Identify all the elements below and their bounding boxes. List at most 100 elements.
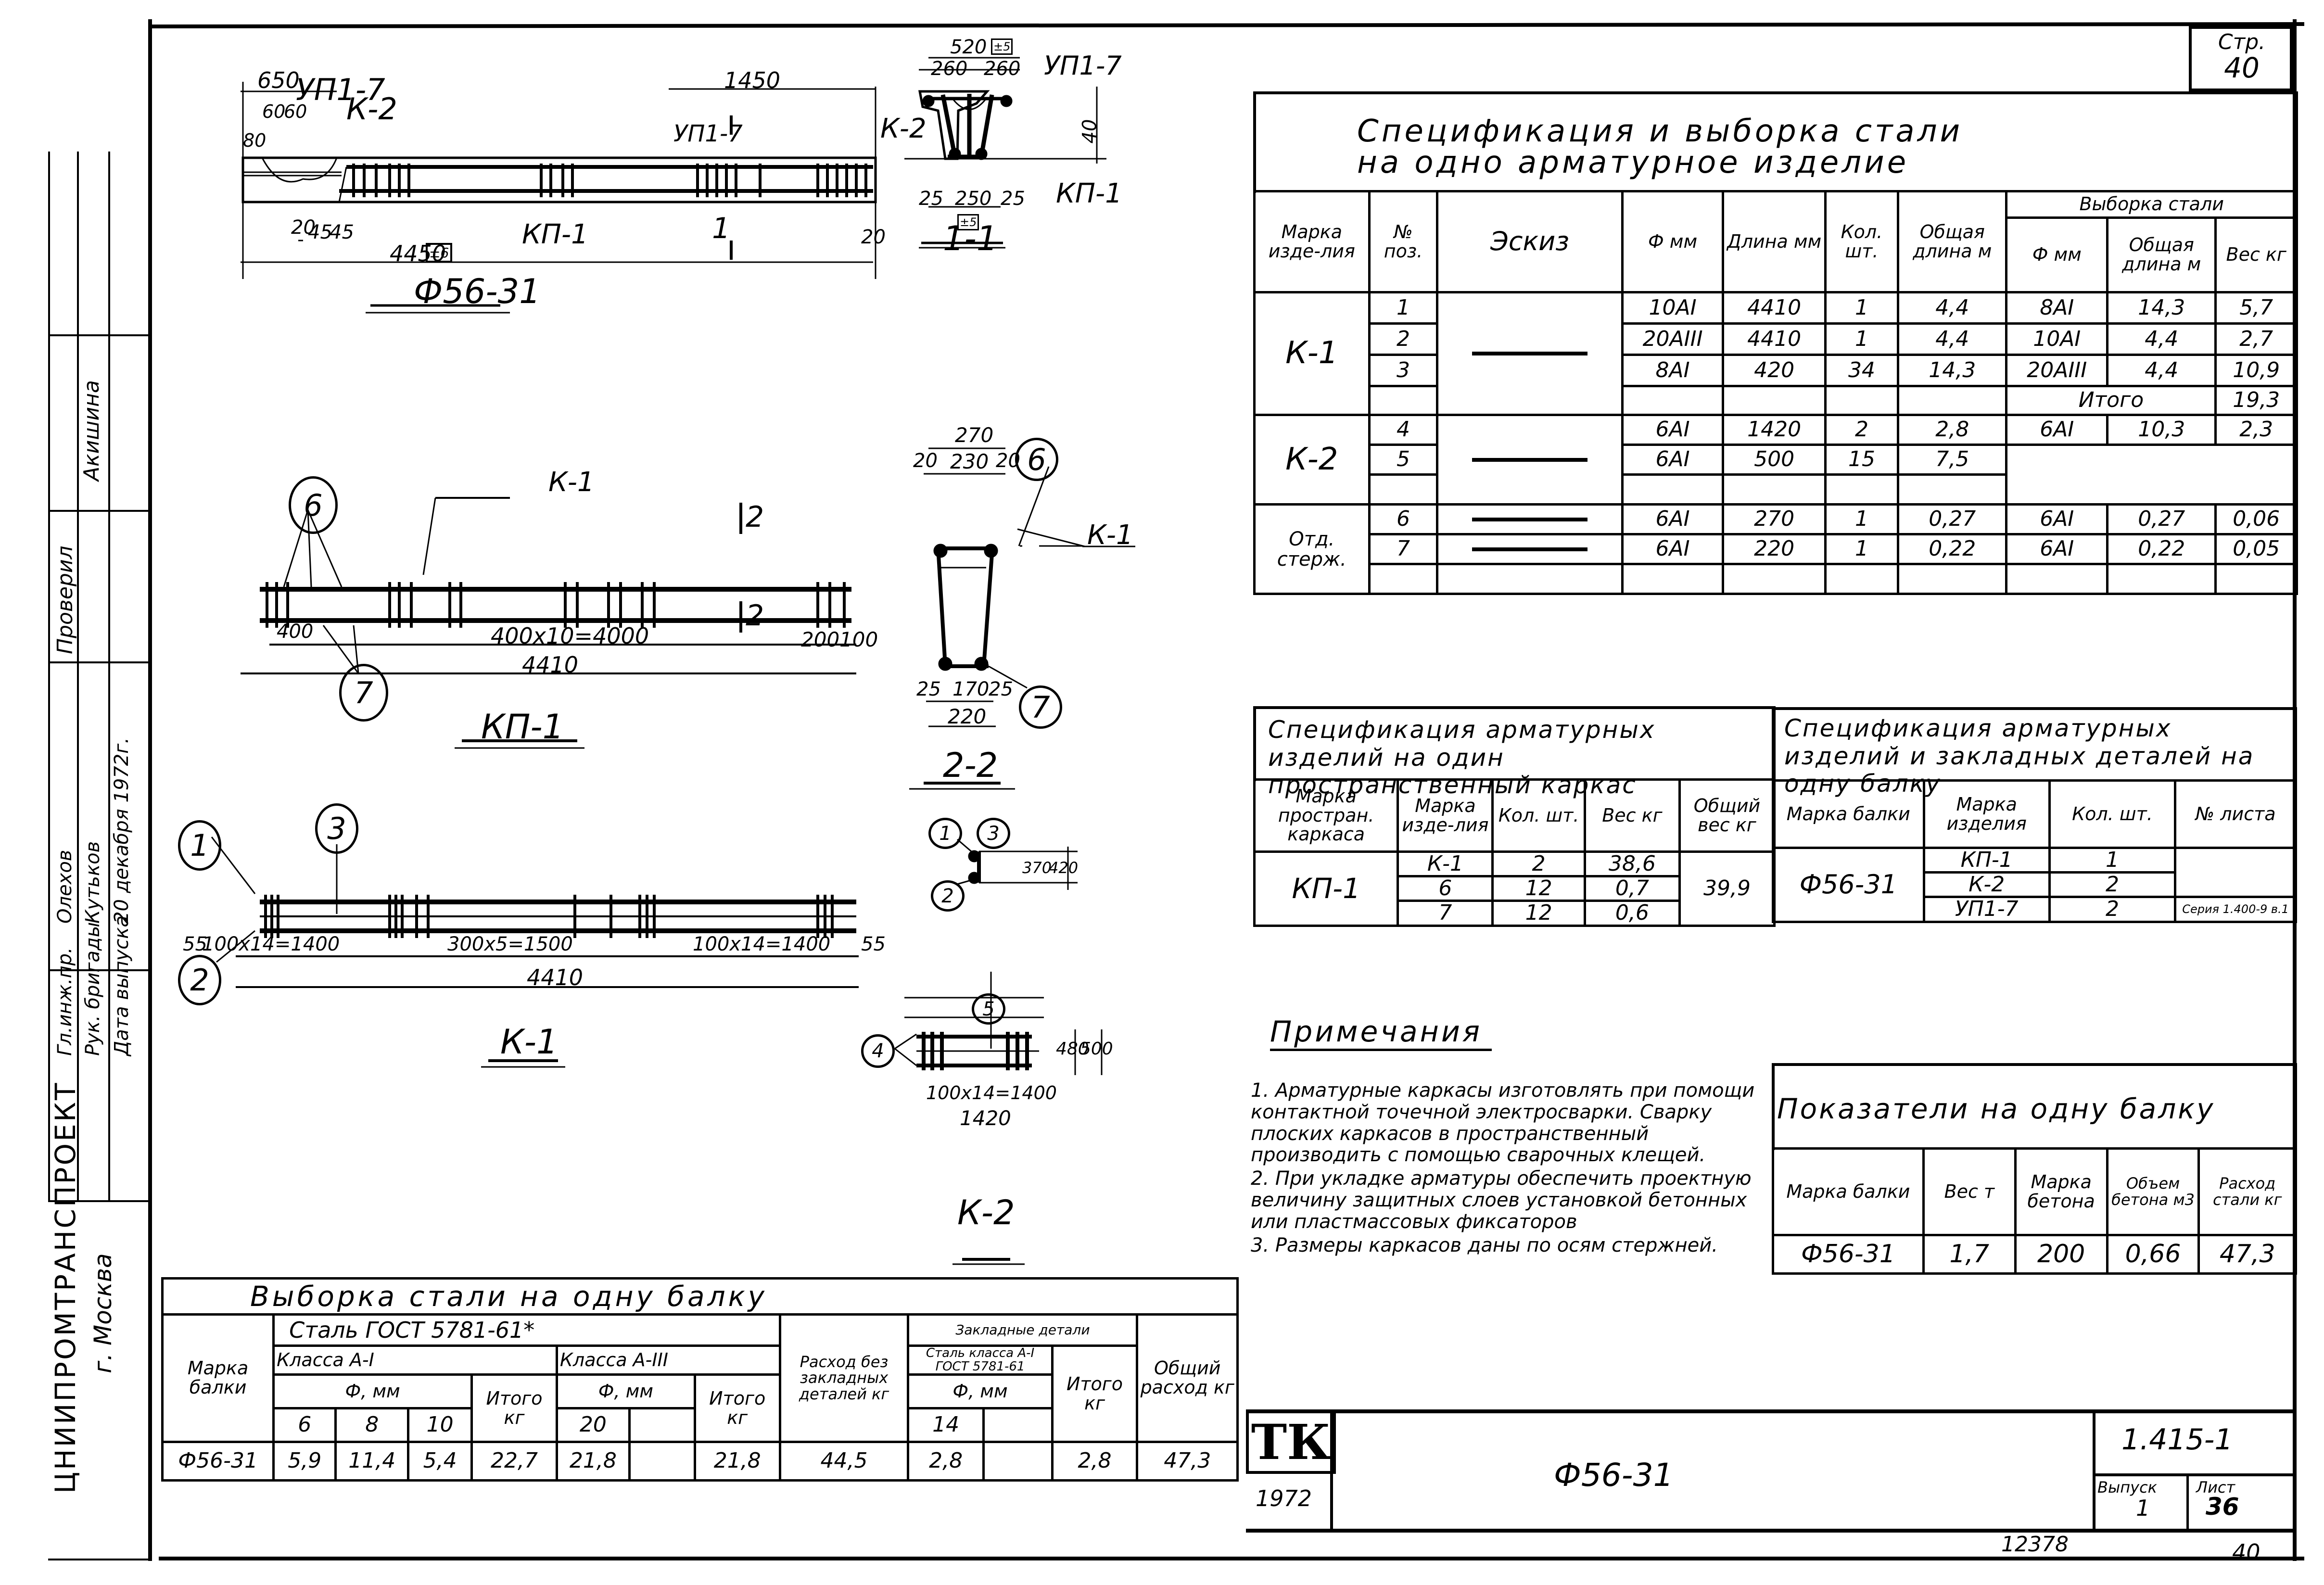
cell-no-embed: 44,5 (778, 1441, 910, 1482)
cell-qty: 1 (1824, 533, 1900, 565)
cell-total: 0,22 (1897, 533, 2008, 565)
total-label: Итого (2005, 385, 2217, 416)
frame-mark: КП-1 (1253, 850, 1399, 927)
cell-pos: 1 (1368, 291, 1439, 325)
cell-length: 500 (1722, 444, 1827, 476)
beam-label-up1-7: УП1-7 (296, 72, 385, 107)
section11-title: 1-1 (943, 219, 998, 258)
bar-sketch-icon (1472, 457, 1588, 462)
callout-3-sec: 3 (977, 818, 1010, 849)
cell-overall: 47,3 (1136, 1441, 1239, 1482)
cell-qty: 2 (1824, 414, 1900, 446)
sheet-value: 36 (2206, 1493, 2239, 1521)
th-dia-6: 6 (272, 1407, 337, 1443)
cell-sel-len: 10,3 (2106, 414, 2217, 446)
bar-sketch-icon (1472, 517, 1588, 521)
th-concrete-grade: Марка бетона (2014, 1147, 2108, 1236)
cell-grade: 200 (2014, 1234, 2108, 1275)
dim-520: 520 (950, 36, 987, 58)
notes-title: Примечания (1270, 1015, 1492, 1051)
indicators-table: Марка балки Вес т Марка бетона Объем бет… (1772, 1147, 2297, 1275)
section-mark-2-top: 2 (746, 500, 764, 534)
th-item-mark: Марка изде-лия (1397, 778, 1494, 853)
th-dia-empty (628, 1407, 696, 1443)
th-pos: № поз. (1368, 190, 1439, 293)
dim-100x14-l: 100x14=1400 (202, 933, 340, 955)
th-dia-a1: Ф, мм (272, 1373, 473, 1409)
cell-weight: 1,7 (1922, 1234, 2017, 1275)
dim-420: 420 (1049, 859, 1079, 877)
th-total-weight: Общий вес кг (1678, 778, 1776, 853)
cell-a1-total: 22,7 (470, 1441, 558, 1482)
cell-length: 4410 (1722, 291, 1827, 325)
th-steel-consumption: Расход стали кг (2197, 1147, 2297, 1236)
cell-a1-6: 5,9 (272, 1441, 337, 1482)
cell-mark: Ф56-31 (1772, 1234, 1925, 1275)
cell-sel-dia: 8AI (2005, 291, 2109, 325)
th-qty: Кол. шт. (1491, 778, 1586, 853)
th-selection: Выборка стали (2005, 190, 2298, 219)
cell-sel-w: 0,05 (2214, 533, 2298, 565)
dim-520-tol: ±5 (991, 38, 1013, 55)
th-embed-total: Итого кг (1051, 1344, 1139, 1443)
dim-25-r: 25 (989, 678, 1013, 700)
th-concrete-volume: Объем бетона м3 (2106, 1147, 2200, 1236)
table-row-total: Итого 19,3 (1255, 385, 2298, 416)
th-sheet-no: № листа (2174, 779, 2297, 849)
table-row: КП-1 К-1 2 38,6 39,9 (1253, 850, 1776, 927)
th-beam-mark: Марка балки (161, 1313, 275, 1443)
table-row-empty (1255, 563, 2298, 595)
stamp-label: Стр. (2218, 30, 2266, 54)
cell-weight: 0,7 (1583, 875, 1681, 902)
cell-qty: 2 (2048, 871, 2177, 899)
th-weight: Вес т (1922, 1147, 2017, 1236)
table-row: К-1 1 10AI 4410 1 4,4 8AI 14,3 5,7 (1253, 291, 2298, 416)
stamp-name-release-date: 20 декабря 1972г. (111, 737, 133, 924)
th-dia-empty (982, 1407, 1054, 1443)
sketch-7 (1436, 533, 1624, 565)
cell-embed-total: 2,8 (1051, 1441, 1139, 1482)
dim-100x14-r: 100x14=1400 (693, 933, 831, 955)
k1-title: К-1 (500, 1022, 558, 1062)
cell-pos: 4 (1368, 414, 1439, 446)
cell-sel-w: 5,7 (2214, 291, 2298, 325)
indicators-title: Показатели на одну балку (1777, 1092, 2215, 1125)
th-dia-embed: Ф, мм (907, 1373, 1054, 1409)
dim-4410-k1: 4410 (527, 964, 584, 990)
section-mark-1: 1 (712, 212, 731, 245)
cell-qty: 2 (2048, 896, 2177, 923)
th-sketch: Эскиз (1436, 190, 1624, 293)
cell-qty: 1 (1824, 503, 1900, 535)
cell-sel-w: 2,3 (2214, 414, 2298, 446)
table-row: Ф56-31 5,9 11,4 5,4 22,7 21,8 21,8 44,5 … (161, 1441, 1239, 1482)
cell-sel-len: 4,4 (2106, 354, 2217, 387)
dim-25-a: 25 (919, 188, 943, 210)
th-embed: Закладные детали (907, 1313, 1139, 1347)
drawing-title: Ф56-31 (1554, 1457, 1674, 1494)
note-2: 2. При укладке арматуры обеспечить проек… (1251, 1167, 1752, 1233)
cell-length: 1420 (1722, 414, 1827, 446)
table-row: 2 20AIII 4410 1 4,4 10AI 4,4 2,7 (1255, 322, 2298, 356)
bottom-page-number: 40 (2232, 1539, 2261, 1565)
cell-embed-empty (982, 1441, 1054, 1482)
cell-dia: 10AI (1621, 291, 1725, 325)
dim-80: 80 (243, 130, 267, 151)
dim-bottom-tol: ±5 (957, 214, 979, 230)
cell-a1-8: 11,4 (334, 1441, 410, 1482)
cell-sel-len: 0,22 (2106, 533, 2217, 565)
series: 1.415-1 (2121, 1423, 2233, 1457)
steel-selection-title: Выборка стали на одну балку (161, 1277, 1239, 1316)
archive-number: 12378 (2001, 1532, 2069, 1557)
spec-table: Марка изде-лия № поз. Эскиз Ф мм Длина м… (1253, 190, 2298, 595)
cell-sel-dia: 6AI (2005, 503, 2109, 535)
dim-100: 100 (839, 628, 878, 651)
dim-500: 500 (1080, 1039, 1113, 1059)
callout-1: 1 (178, 820, 221, 871)
beam-spec-table: Марка балки Марка изделия Кол. шт. № лис… (1772, 779, 2297, 923)
cell-a1-10: 5,4 (407, 1441, 473, 1482)
cell-total: 4,4 (1897, 322, 2008, 356)
th-dia-10: 10 (407, 1407, 473, 1443)
section11-label-up1-7: УП1-7 (1044, 51, 1122, 81)
dim-25-l: 25 (916, 678, 941, 700)
